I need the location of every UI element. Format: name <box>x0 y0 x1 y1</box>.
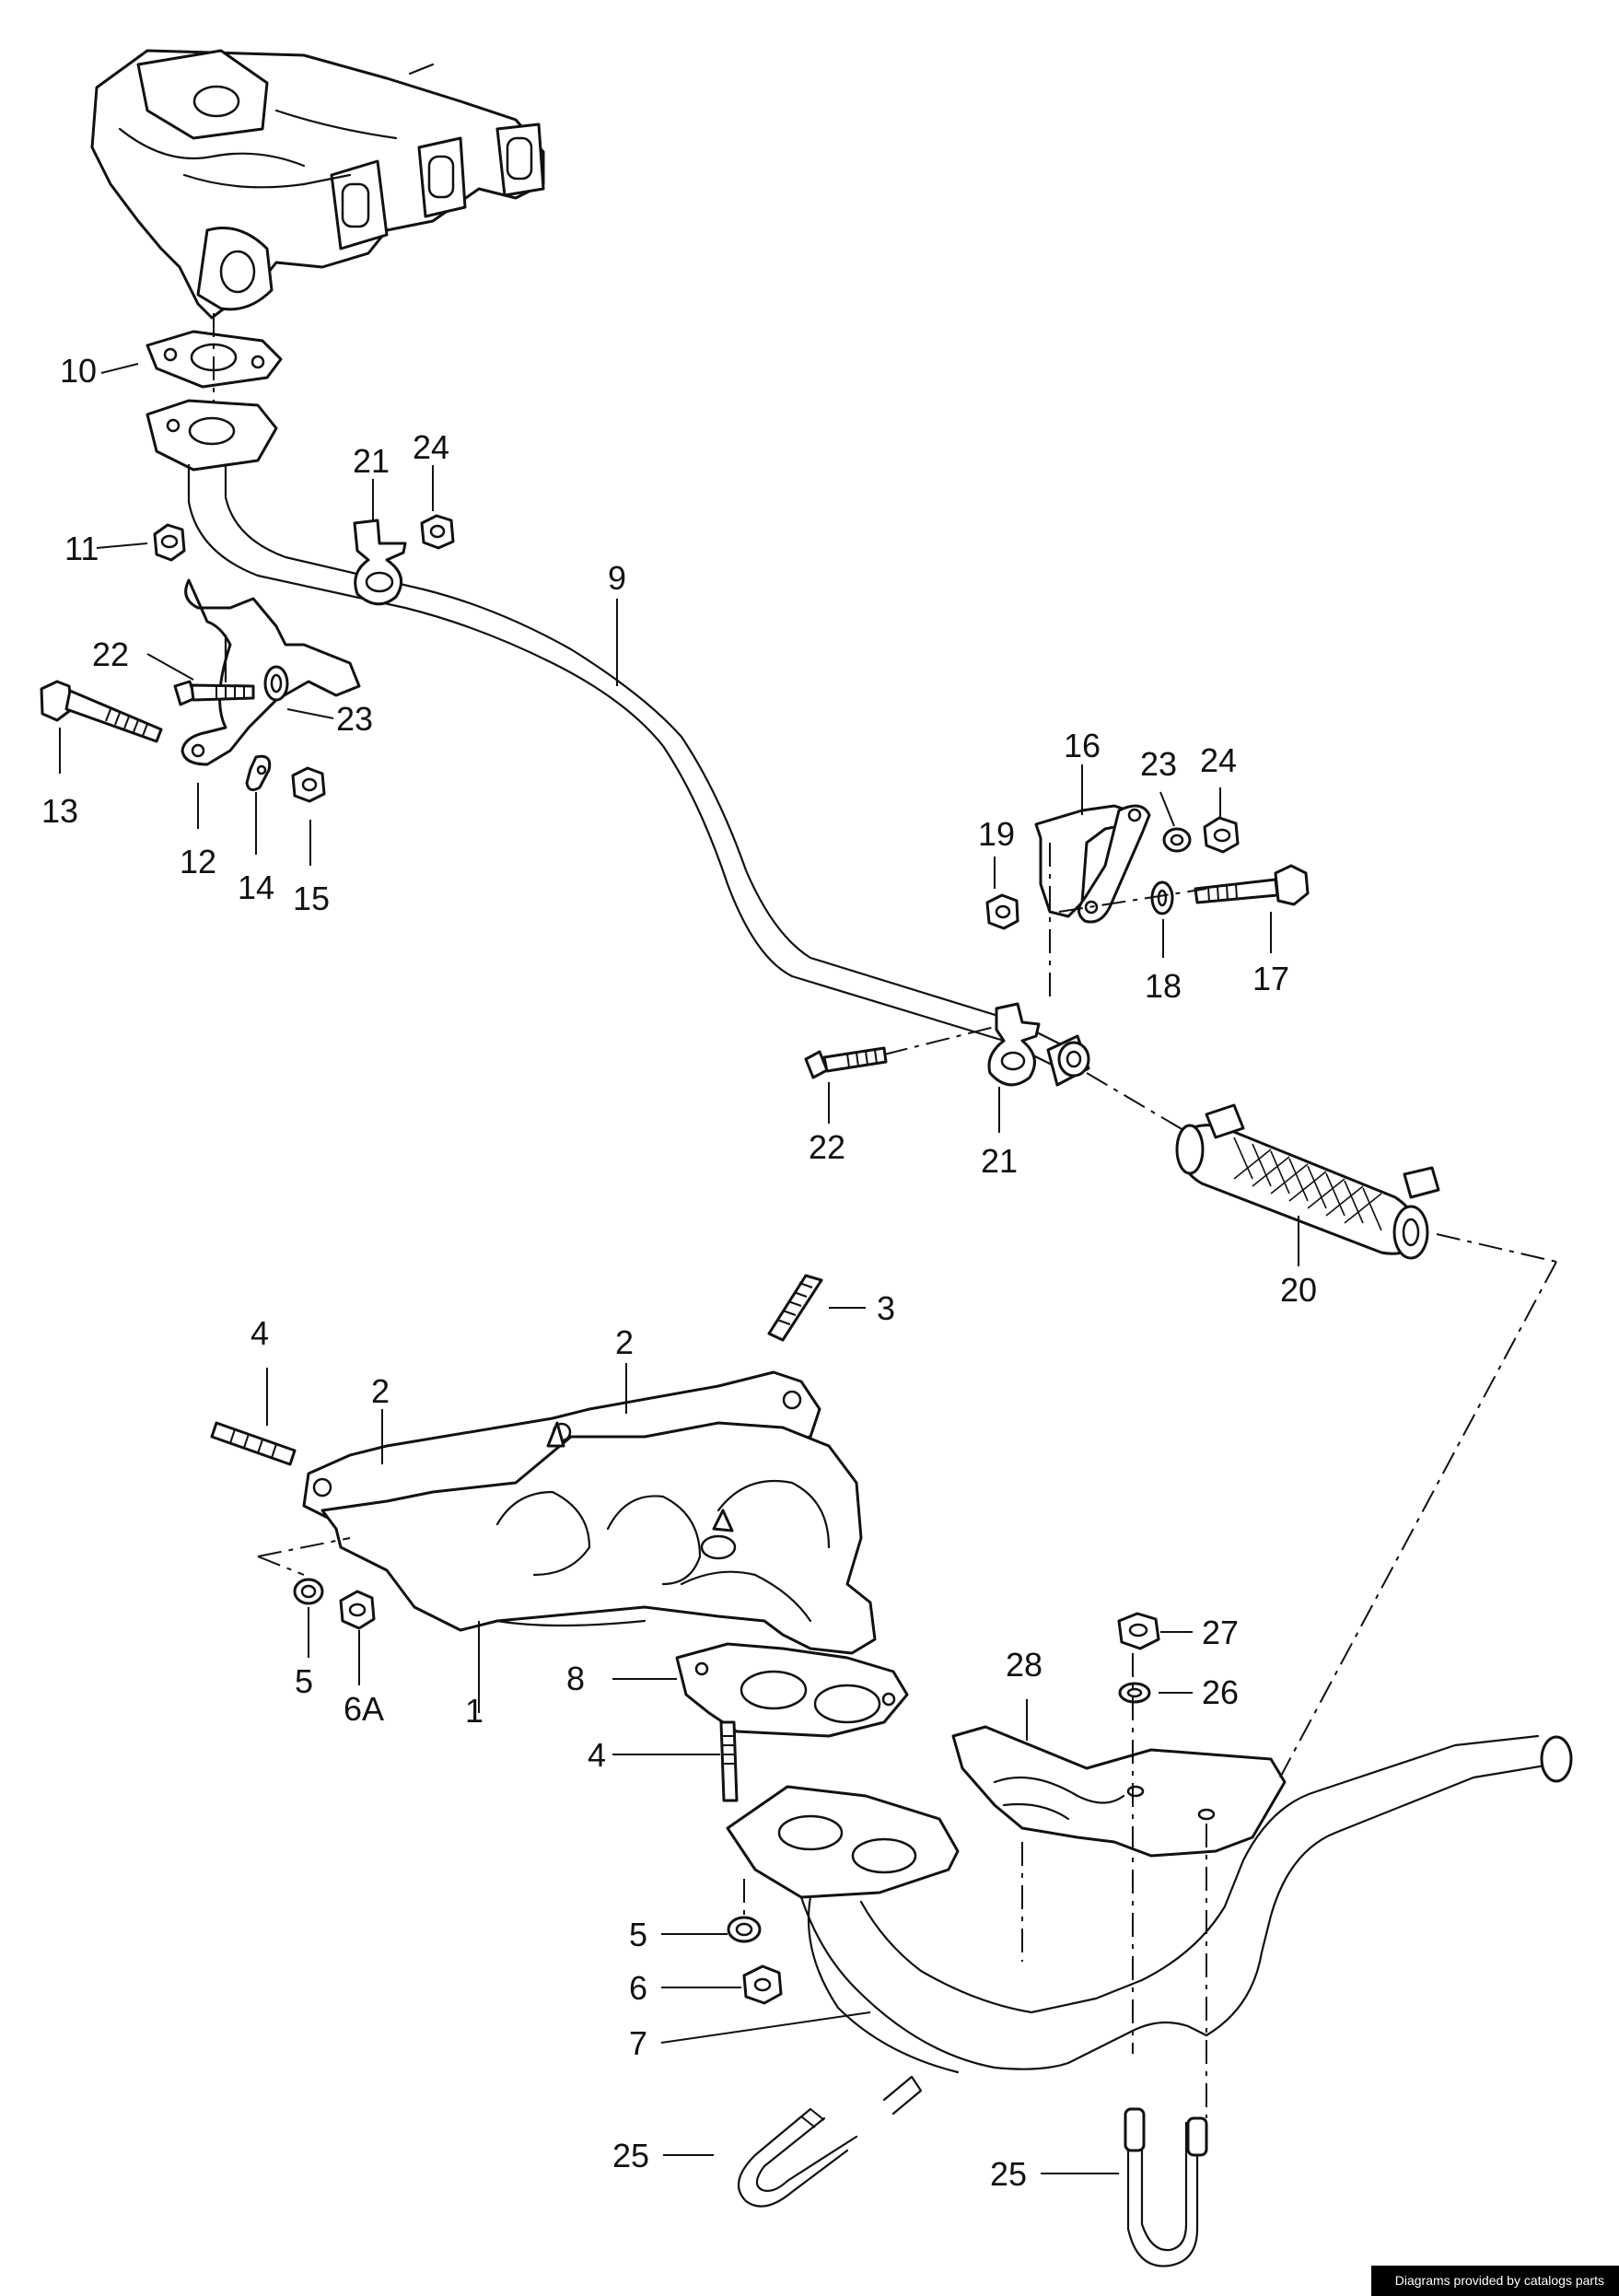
callout-6-lower: 6 <box>629 1969 647 2007</box>
exhaust-manifold-1 <box>257 1370 877 1655</box>
callout-8: 8 <box>566 1660 585 1697</box>
callout-28: 28 <box>1006 1646 1042 1684</box>
clamp-21 <box>353 519 407 606</box>
stud-3 <box>767 1274 823 1342</box>
cylinder-head-manifold <box>90 49 545 320</box>
front-pipe-7 <box>726 1734 1573 2074</box>
nut-24 <box>420 514 455 550</box>
callout-22-left: 22 <box>92 635 129 673</box>
callout-4-lower: 4 <box>588 1736 606 1774</box>
heat-shield-28 <box>951 1725 1287 1858</box>
callout-6a: 6A <box>344 1690 384 1728</box>
sleeve <box>1046 1034 1090 1087</box>
callout-27: 27 <box>1202 1614 1239 1651</box>
callout-24-right: 24 <box>1200 741 1237 779</box>
callout-2-left: 2 <box>371 1372 390 1410</box>
credit-label: Diagrams provided by catalogs parts <box>1370 2266 1619 2296</box>
callout-24-upper: 24 <box>413 428 449 466</box>
callout-7: 7 <box>629 2024 647 2062</box>
callout-23-left: 23 <box>336 700 373 738</box>
callout-25-right: 25 <box>990 2155 1027 2193</box>
nut-6 <box>742 1964 783 2005</box>
callout-16: 16 <box>1064 727 1101 764</box>
callout-19: 19 <box>978 815 1015 853</box>
washer-18 <box>1150 880 1174 915</box>
assembly-lines <box>743 843 1557 2118</box>
callout-17: 17 <box>1252 960 1289 997</box>
flex-pipe-20 <box>1175 1103 1440 1260</box>
callout-22-lower: 22 <box>809 1128 845 1166</box>
clamp-21-lower <box>987 1002 1041 1087</box>
callout-21-upper: 21 <box>353 442 390 480</box>
clip-14 <box>245 754 272 792</box>
stud-4 <box>210 1421 297 1466</box>
bolt-13 <box>40 680 163 743</box>
nut-27 <box>1117 1612 1160 1650</box>
callout-10: 10 <box>60 352 97 390</box>
washer-23-right <box>1162 827 1192 853</box>
callout-26: 26 <box>1202 1673 1239 1711</box>
callout-labels: 10 11 22 23 13 12 14 15 21 24 9 16 23 24… <box>41 352 1317 2193</box>
bolt-22 <box>173 680 255 706</box>
washer-5-lower <box>727 1916 762 1943</box>
callout-25-left: 25 <box>612 2137 649 2174</box>
callout-12: 12 <box>180 843 216 880</box>
callout-11: 11 <box>64 530 99 567</box>
washer-5 <box>293 1578 324 1605</box>
washer-23 <box>263 665 289 702</box>
leader-lines <box>59 363 1299 2174</box>
callout-4-upper: 4 <box>250 1314 269 1352</box>
callout-1: 1 <box>465 1692 483 1730</box>
nut-19 <box>985 893 1019 930</box>
u-bolt-25-left <box>737 2075 923 2208</box>
callout-9: 9 <box>608 559 626 597</box>
gasket-10 <box>146 313 283 410</box>
callout-2-right: 2 <box>615 1323 634 1361</box>
callout-21-lower: 21 <box>981 1142 1018 1180</box>
gasket-8 <box>675 1642 909 1738</box>
bracket-16 <box>1034 804 1151 924</box>
callout-5-lower: 5 <box>629 1916 647 1953</box>
nut-6a <box>339 1590 376 1630</box>
callout-14: 14 <box>238 868 274 906</box>
callout-15: 15 <box>293 880 330 917</box>
washer-26 <box>1118 1682 1151 1704</box>
callout-5-left: 5 <box>295 1662 313 1700</box>
bolt-17 <box>1194 864 1310 906</box>
nut-24-right <box>1203 816 1240 854</box>
u-bolt-25-right <box>1124 2107 1208 2267</box>
exhaust-pipe-9 <box>146 399 1070 1070</box>
callout-13: 13 <box>41 792 78 830</box>
stud-4-lower <box>719 1720 739 1802</box>
callout-18: 18 <box>1145 967 1182 1005</box>
nut-15 <box>291 766 326 803</box>
callout-23-right: 23 <box>1140 745 1177 783</box>
nut-11 <box>153 523 186 562</box>
bolt-22-lower <box>804 1046 888 1079</box>
callout-3: 3 <box>877 1289 895 1327</box>
callout-20: 20 <box>1280 1271 1317 1309</box>
